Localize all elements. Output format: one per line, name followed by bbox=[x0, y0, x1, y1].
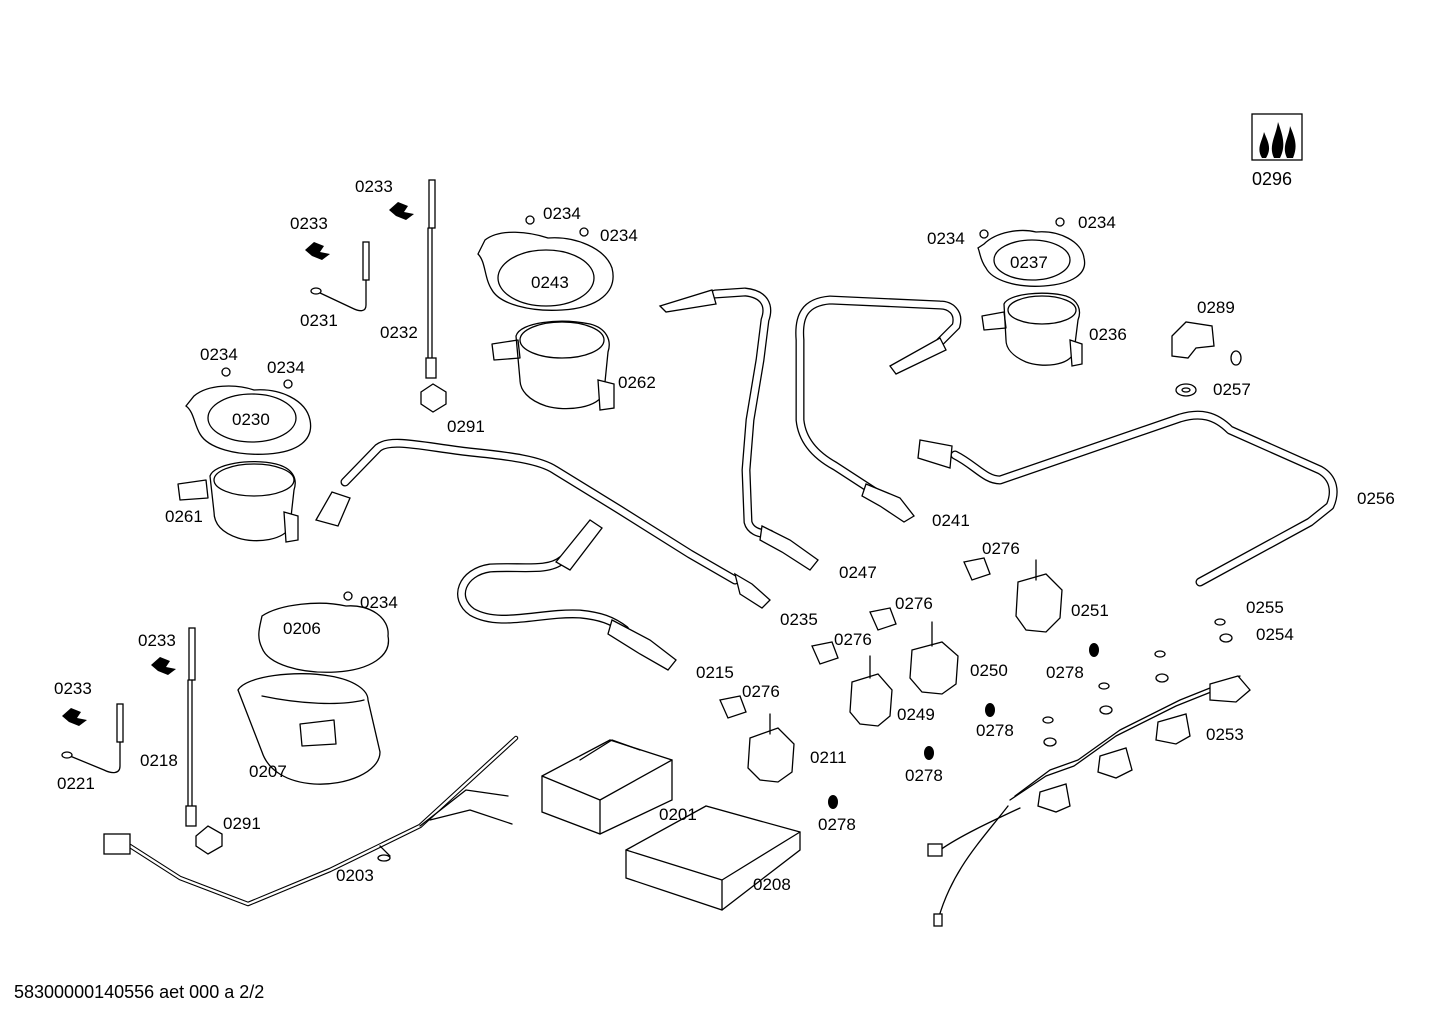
burner-assembly-0243 bbox=[477, 215, 615, 411]
label-0253: 0253 bbox=[1206, 725, 1244, 744]
label-0215: 0215 bbox=[696, 663, 734, 682]
o-ring-parts bbox=[828, 643, 1099, 809]
label-0249: 0249 bbox=[897, 705, 935, 724]
label-0218: 0218 bbox=[140, 751, 178, 770]
wok-burner-assembly bbox=[237, 591, 390, 785]
label-0243: 0243 bbox=[531, 273, 569, 292]
label-0235: 0235 bbox=[780, 610, 818, 629]
label-0278: 0278 bbox=[905, 766, 943, 785]
label-0278: 0278 bbox=[976, 721, 1014, 740]
label-0254: 0254 bbox=[1256, 625, 1294, 644]
wiring-harness bbox=[103, 735, 519, 907]
ignition-electrode-part bbox=[310, 241, 370, 312]
label-0256: 0256 bbox=[1357, 489, 1395, 508]
label-0276: 0276 bbox=[982, 539, 1020, 558]
label-0231: 0231 bbox=[300, 311, 338, 330]
label-0278: 0278 bbox=[818, 815, 856, 834]
label-0232: 0232 bbox=[380, 323, 418, 342]
label-0234: 0234 bbox=[200, 345, 238, 364]
clip-part bbox=[62, 202, 414, 726]
burner-assembly-0237 bbox=[977, 217, 1086, 367]
label-0257: 0257 bbox=[1213, 380, 1251, 399]
clip-washer-parts bbox=[1042, 618, 1233, 747]
module-cover-part bbox=[625, 805, 801, 911]
label-0276: 0276 bbox=[895, 594, 933, 613]
label-0233: 0233 bbox=[54, 679, 92, 698]
label-0250: 0250 bbox=[970, 661, 1008, 680]
label-0207: 0207 bbox=[249, 762, 287, 781]
document-reference-footer: 58300000140556 aet 000 a 2/2 bbox=[14, 982, 265, 1002]
label-0208: 0208 bbox=[753, 875, 791, 894]
label-0234: 0234 bbox=[1078, 213, 1116, 232]
label-0289: 0289 bbox=[1197, 298, 1235, 317]
label-0241: 0241 bbox=[932, 511, 970, 530]
label-0234: 0234 bbox=[360, 593, 398, 612]
label-0221: 0221 bbox=[57, 774, 95, 793]
burner-assembly-0230 bbox=[177, 367, 312, 543]
label-0211: 0211 bbox=[810, 748, 847, 767]
label-0234: 0234 bbox=[600, 226, 638, 245]
label-0262: 0262 bbox=[618, 373, 656, 392]
ignition-electrode-wok-part bbox=[61, 703, 124, 774]
label-0278: 0278 bbox=[1046, 663, 1084, 682]
label-0276: 0276 bbox=[834, 630, 872, 649]
label-0234: 0234 bbox=[927, 229, 965, 248]
ignition-module-part bbox=[541, 739, 673, 835]
label-0255: 0255 bbox=[1246, 598, 1284, 617]
label-0291: 0291 bbox=[447, 417, 485, 436]
label-0233: 0233 bbox=[355, 177, 393, 196]
label-0236: 0236 bbox=[1089, 325, 1127, 344]
flame-symbol-icon bbox=[1251, 113, 1303, 161]
label-0206: 0206 bbox=[283, 619, 321, 638]
label-0237: 0237 bbox=[1010, 253, 1048, 272]
thermocouple-part bbox=[420, 179, 447, 413]
elbow-fitting-part bbox=[1171, 321, 1242, 397]
label-0251: 0251 bbox=[1071, 601, 1109, 620]
label-0247: 0247 bbox=[839, 563, 877, 582]
gas-valves bbox=[719, 557, 1063, 783]
label-0233: 0233 bbox=[290, 214, 328, 233]
label-0276: 0276 bbox=[742, 682, 780, 701]
label-0201: 0201 bbox=[659, 805, 697, 824]
thermocouple-wok-part bbox=[185, 627, 223, 855]
ignition-switch-harness bbox=[927, 675, 1251, 927]
gas-pipes bbox=[315, 287, 1338, 671]
label-0203: 0203 bbox=[336, 866, 374, 885]
label-0230: 0230 bbox=[232, 410, 270, 429]
label-0291: 0291 bbox=[223, 814, 261, 833]
label-0296: 0296 bbox=[1252, 169, 1293, 189]
label-0234: 0234 bbox=[267, 358, 305, 377]
label-0234: 0234 bbox=[543, 204, 581, 223]
label-0261: 0261 bbox=[165, 507, 203, 526]
label-0233: 0233 bbox=[138, 631, 176, 650]
